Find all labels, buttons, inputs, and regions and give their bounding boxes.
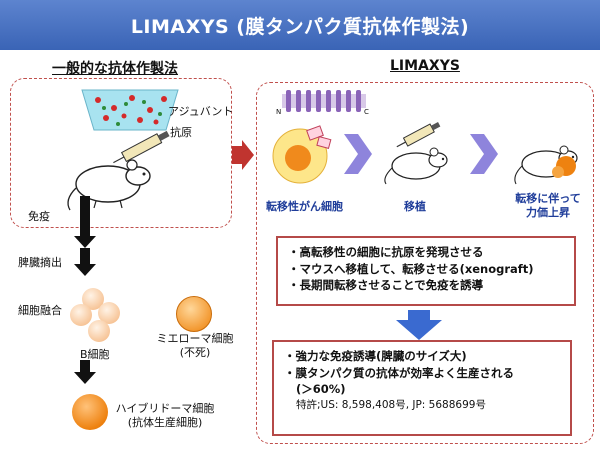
metastatic-cancer-cell-icon xyxy=(272,125,332,184)
hybridoma-label: ハイブリドーマ細胞 (抗体生産細胞) xyxy=(115,402,215,429)
mouse-with-tumor-icon xyxy=(514,145,578,185)
right-section-title: LIMAXYS xyxy=(390,58,460,74)
method-summary-box: ・高転移性の細胞に抗原を発現させる ・マウスへ移植して、転移させる(xenogr… xyxy=(276,236,576,306)
myeloma-label: ミエローマ細胞 (不死) xyxy=(156,332,234,359)
patent-text: 特許;US: 8,598,408号, JP: 5688699号 xyxy=(296,399,486,412)
b-cell xyxy=(98,302,120,324)
mouse-icon xyxy=(384,147,448,185)
hybridoma-cell xyxy=(72,394,108,430)
step-titer-label: 転移に伴って 力価上昇 xyxy=(515,192,581,219)
mouse-icon xyxy=(67,159,151,211)
b-cell xyxy=(88,320,110,342)
b-cell xyxy=(82,288,104,310)
spleen-label: 脾臓摘出 xyxy=(18,256,62,269)
step-transplant-label: 移植 xyxy=(404,200,426,213)
result-line: ・強力な免疫誘導(脾臓のサイズ大) xyxy=(284,349,467,363)
result-line: (＞60%) xyxy=(296,382,346,397)
chevron-right-icon xyxy=(344,134,372,174)
arrow-down-icon xyxy=(74,196,96,248)
syringe-icon xyxy=(113,130,170,164)
arrow-down-icon xyxy=(74,248,96,276)
adjuvant-antigen-well xyxy=(81,89,179,131)
b-cell xyxy=(70,304,92,326)
method-line: ・マウスへ移植して、転移させる(xenograft) xyxy=(288,261,534,276)
antigen-label: 抗原 xyxy=(170,126,192,139)
adjuvant-label: アジュバント xyxy=(168,105,234,118)
myeloma-cell xyxy=(176,296,212,332)
page-title: LIMAXYS (膜タンパク質抗体作製法) xyxy=(130,15,470,38)
chevron-right-icon xyxy=(470,134,498,174)
b-cell-label: B細胞 xyxy=(80,348,110,361)
title-bar: LIMAXYS (膜タンパク質抗体作製法) xyxy=(0,0,600,50)
left-section-title: 一般的な抗体作製法 xyxy=(52,61,178,77)
results-box: ・強力な免疫誘導(脾臓のサイズ大) ・膜タンパク質の抗体が効率よく生産される (… xyxy=(272,340,572,436)
arrow-down-icon xyxy=(396,310,442,340)
method-line: ・長期間転移させることで免疫を誘導 xyxy=(288,278,484,293)
membrane-protein-icon xyxy=(282,90,366,112)
arrow-down-icon xyxy=(74,360,96,384)
right-limaxys-panel xyxy=(256,82,594,444)
method-line: ・高転移性の細胞に抗原を発現させる xyxy=(288,245,484,259)
syringe-icon xyxy=(396,122,441,148)
fusion-label: 細胞融合 xyxy=(18,304,62,317)
red-arrow-icon xyxy=(232,140,254,170)
n-terminus-label: N xyxy=(276,108,282,116)
left-immunization-panel xyxy=(10,78,232,228)
result-line: ・膜タンパク質の抗体が効率よく生産される xyxy=(284,365,514,380)
c-terminus-label: C xyxy=(364,108,369,116)
immunization-label: 免疫 xyxy=(28,210,50,223)
step-metastatic-cell-label: 転移性がん細胞 xyxy=(266,200,343,213)
